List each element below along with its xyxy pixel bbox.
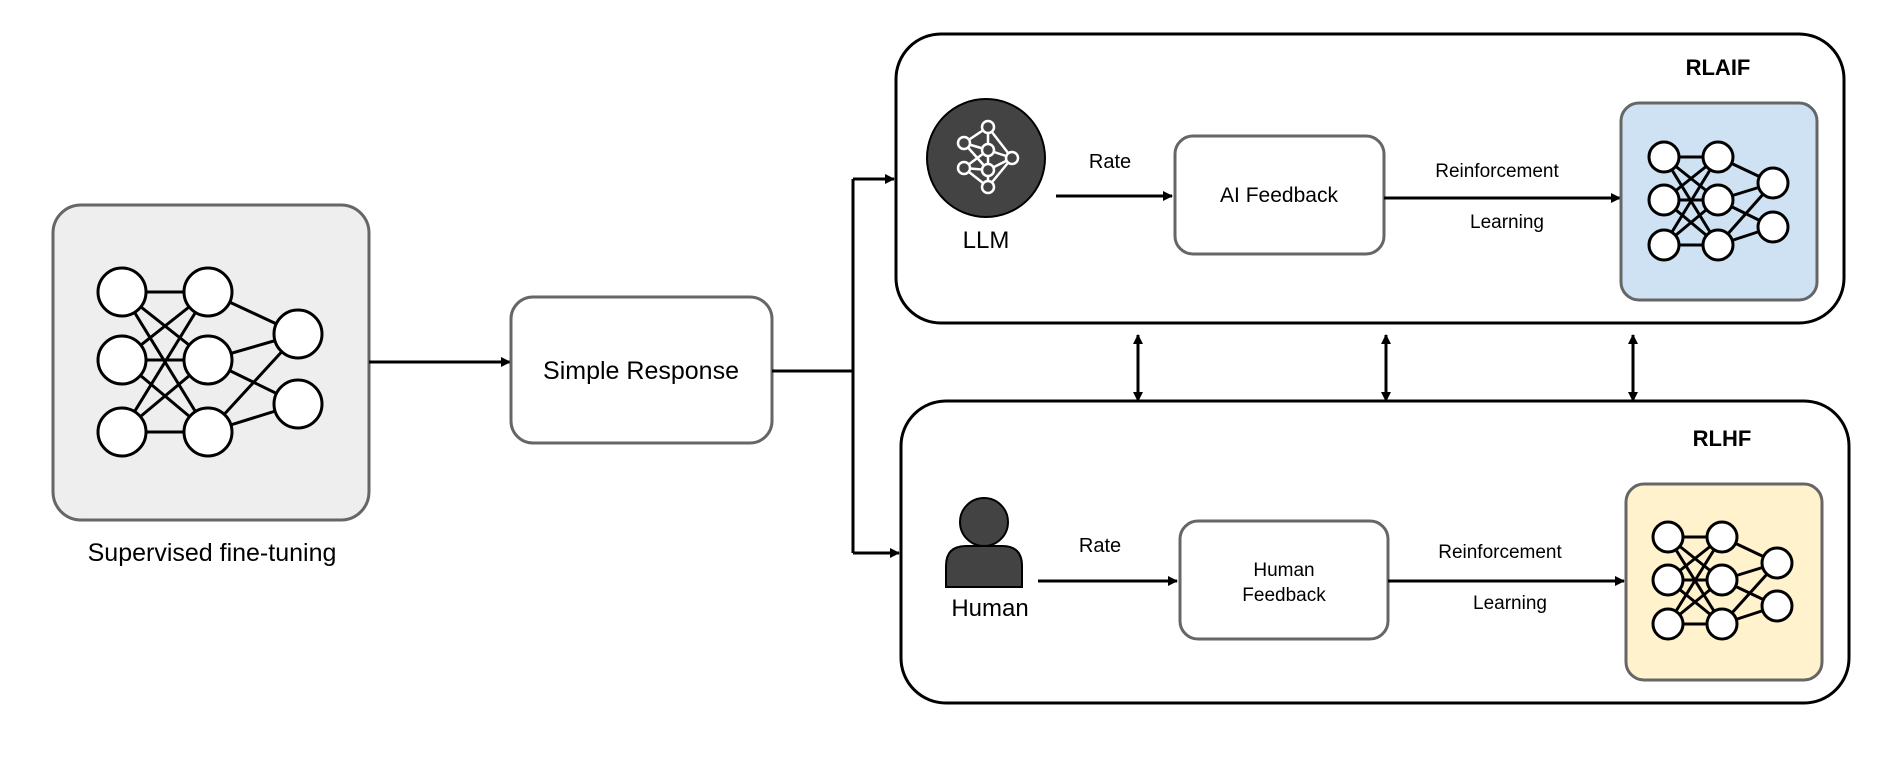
- simple-response-node: Simple Response: [509, 295, 774, 445]
- human-label: Human: [951, 595, 1028, 622]
- rlaif-model-network-icon: [1647, 140, 1790, 262]
- rlhf-title: RLHF: [1693, 426, 1752, 451]
- panel-link-arrows: [1133, 334, 1638, 402]
- rlaif-rate-label: Rate: [1089, 151, 1131, 173]
- rlhf-rl-label-line1: Reinforcement: [1438, 542, 1562, 563]
- rlhf-model-network-icon: [1651, 520, 1794, 641]
- llm-label: LLM: [963, 227, 1010, 254]
- rlhf-panel: RLHF Human Rate Human Feedback Reinforce…: [899, 399, 1851, 705]
- human-feedback-label-line2: Feedback: [1242, 585, 1326, 606]
- human-feedback-label-line1: Human: [1253, 560, 1314, 581]
- sft-label: Supervised fine-tuning: [88, 539, 337, 567]
- rlaif-title: RLAIF: [1686, 55, 1751, 80]
- rlhf-rate-label: Rate: [1079, 535, 1121, 557]
- sft-network-icon: [96, 266, 324, 458]
- rlaif-panel: RLAIF: [894, 32, 1846, 325]
- ai-feedback-label: AI Feedback: [1220, 184, 1338, 207]
- sft-node: Supervised fine-tuning: [51, 203, 371, 567]
- person-icon: [945, 497, 1023, 588]
- branch-connector: [772, 174, 900, 558]
- rlaif-rl-label-line2: Learning: [1470, 212, 1544, 233]
- rlhf-rl-label-line2: Learning: [1473, 593, 1547, 614]
- llm-network-icon: [926, 98, 1046, 218]
- rlaif-rl-label-line1: Reinforcement: [1435, 161, 1559, 182]
- ai-feedback-box: [1173, 134, 1386, 256]
- simple-response-label: Simple Response: [543, 357, 739, 385]
